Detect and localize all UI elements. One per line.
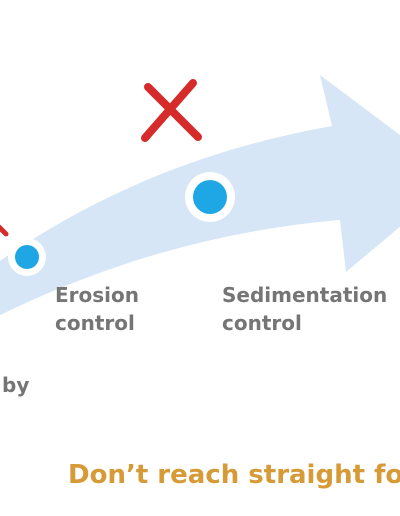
step-label-line: control [222, 311, 302, 335]
cross-icon [141, 79, 202, 142]
step-marker-erosion [8, 238, 46, 276]
cross-icon-partial [0, 224, 9, 237]
step-label-line: Sedimentation [222, 283, 388, 307]
step-label-erosion-control: Erosion control [55, 281, 139, 337]
dot-icon [193, 180, 227, 214]
step-label-line: by [2, 373, 30, 397]
step-label-sedimentation-control: Sedimentation control [222, 281, 387, 337]
step-label-partial: by [2, 371, 29, 399]
step-label-line: control [55, 311, 135, 335]
step-label-line: Erosion [55, 283, 140, 307]
step-marker-sedimentation [185, 172, 235, 222]
caption: Don’t reach straight for [68, 460, 400, 490]
dot-icon [15, 245, 39, 269]
